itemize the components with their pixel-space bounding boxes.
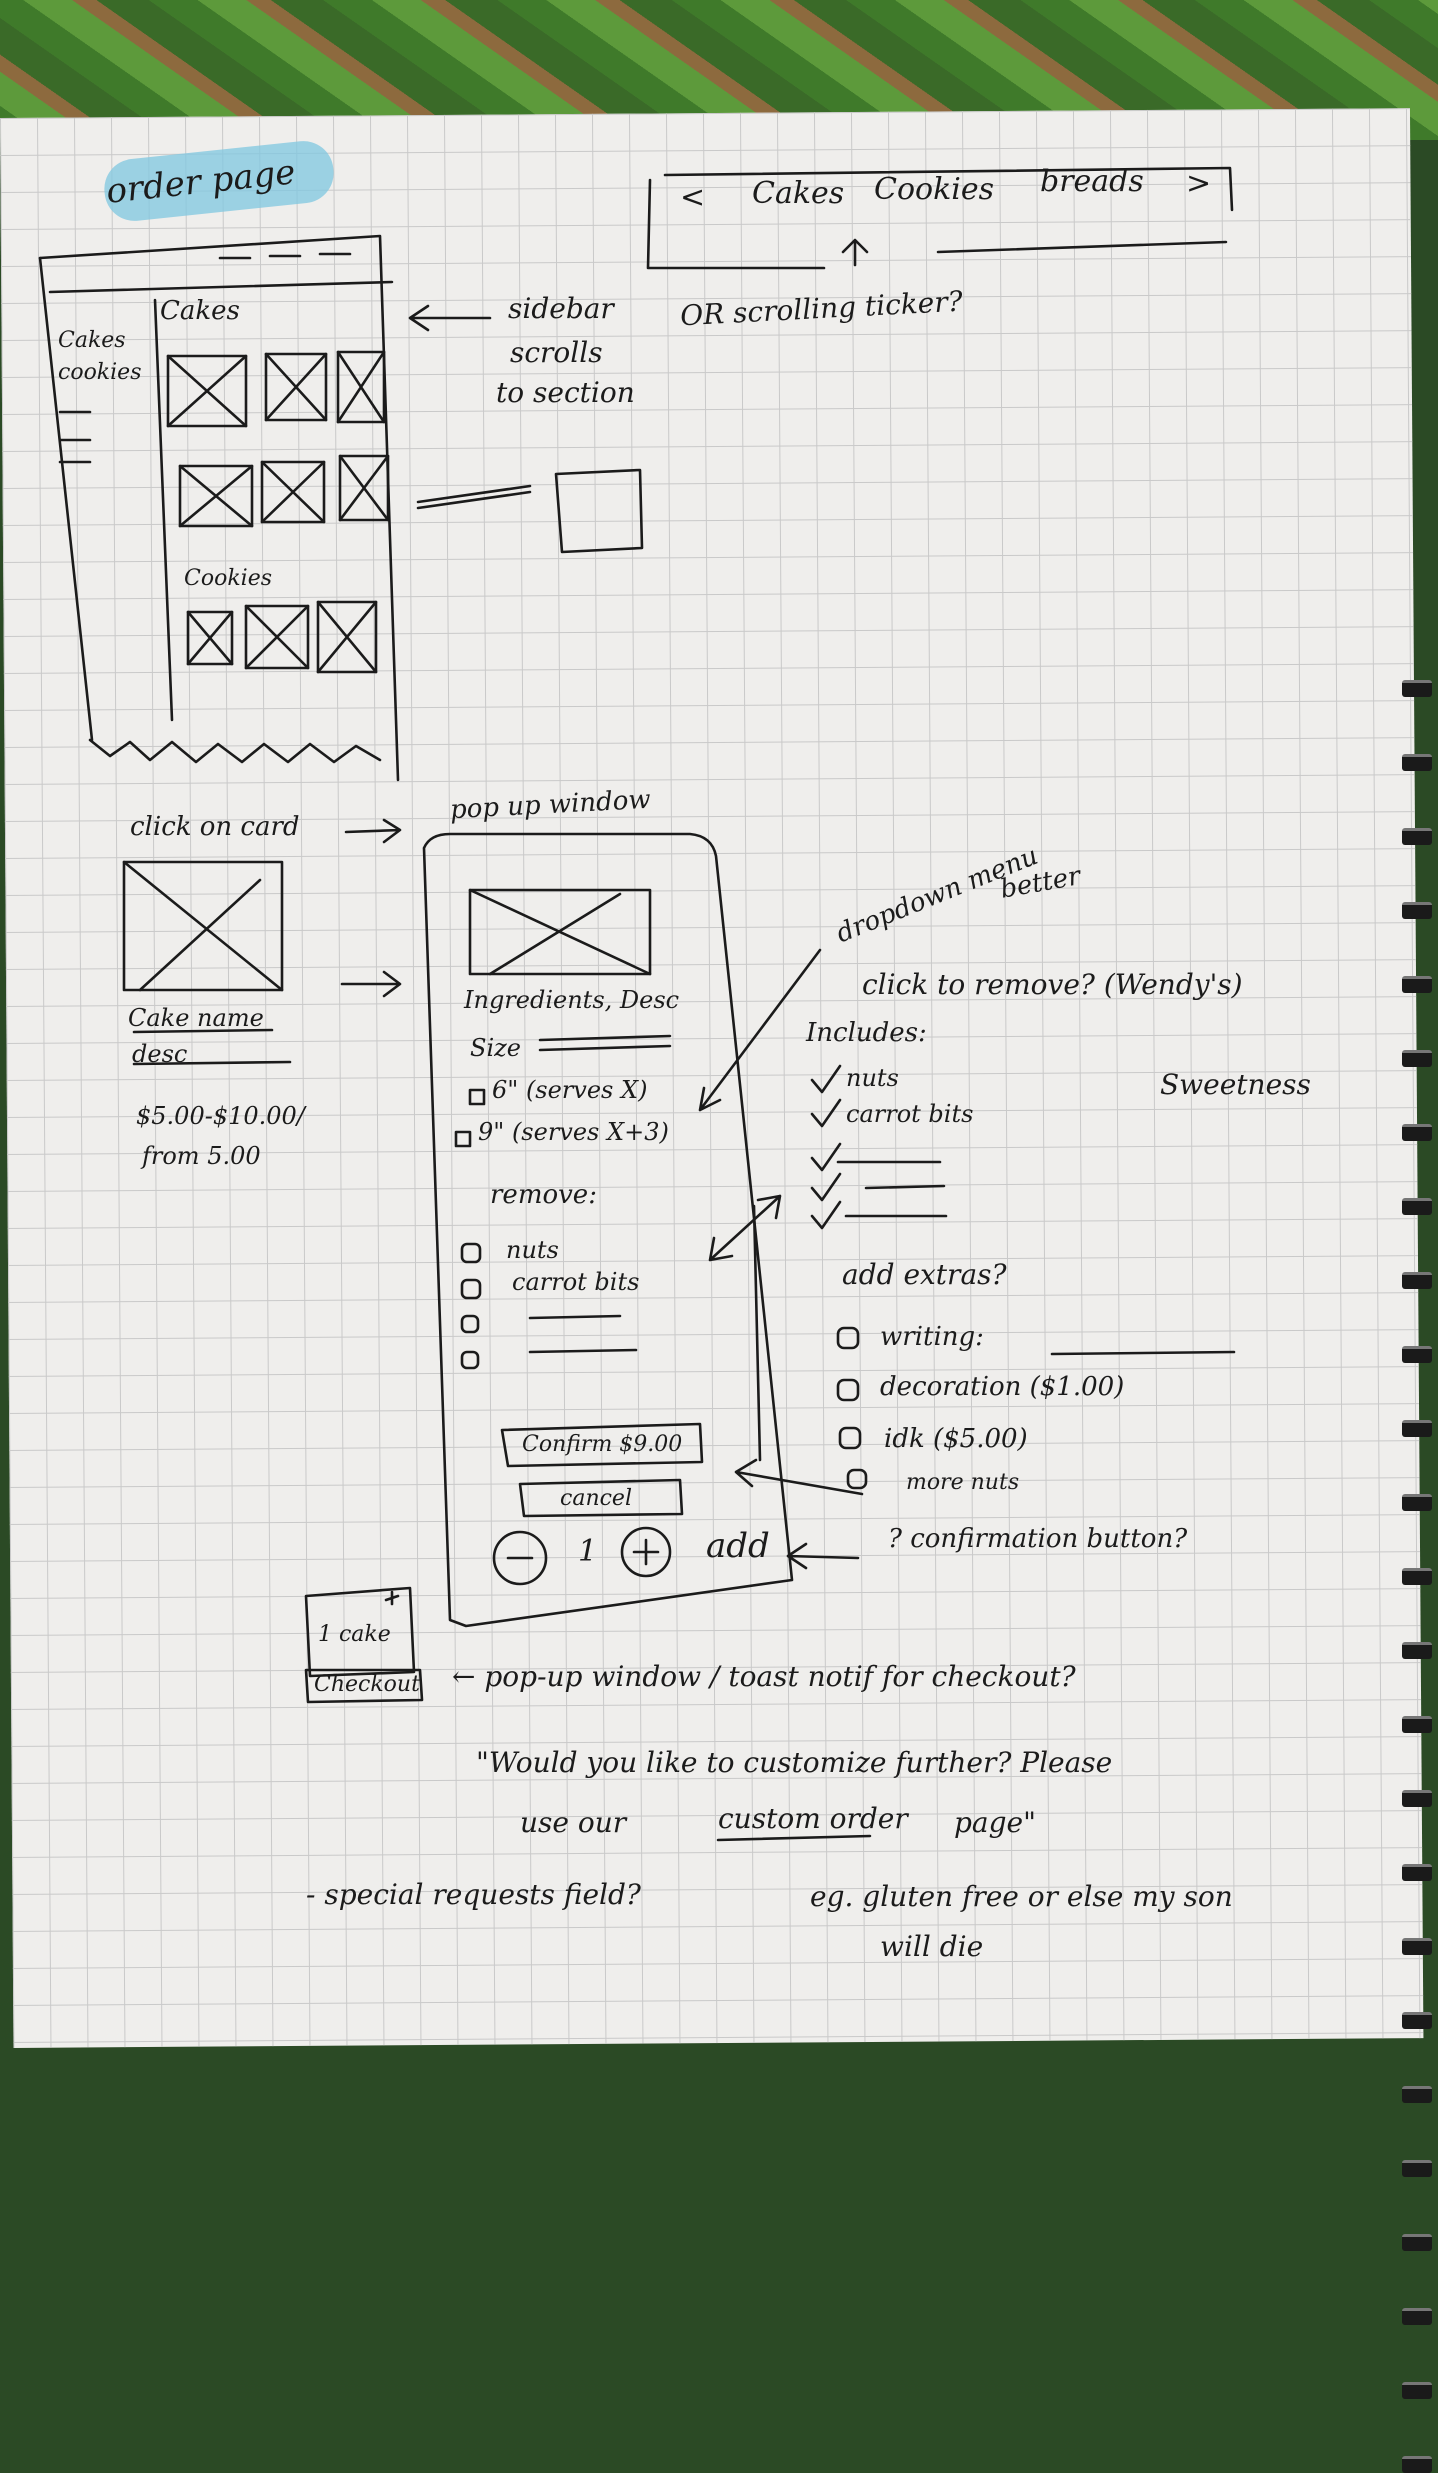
sidebar-note-1: sidebar [508, 292, 614, 325]
sweetness-note: Sweetness [1160, 1068, 1311, 1101]
toast-checkout-button[interactable]: Checkout [314, 1672, 420, 1697]
extra-idk[interactable]: idk ($5.00) [884, 1424, 1028, 1454]
ticker-left-arrow[interactable]: < [680, 180, 705, 215]
popup-cancel-button[interactable]: cancel [560, 1486, 632, 1511]
includes-nuts[interactable]: nuts [846, 1064, 899, 1092]
spiral-ring [1402, 2382, 1432, 2399]
spiral-ring [1402, 2086, 1432, 2103]
example-line-2: will die [880, 1930, 983, 1963]
click-on-card-note: click on card [130, 812, 300, 842]
ticker-item-cakes[interactable]: Cakes [752, 176, 844, 211]
example-line-1: eg. gluten free or else my son [810, 1880, 1233, 1913]
ticker-item-breads[interactable]: breads [1040, 164, 1144, 199]
includes-carrot-bits[interactable]: carrot bits [846, 1100, 973, 1128]
spiral-ring [1402, 2234, 1432, 2251]
ticker-item-cookies[interactable]: Cookies [874, 172, 994, 207]
popup-size-label: Size [470, 1034, 521, 1062]
special-requests-note: - special requests field? [306, 1878, 641, 1911]
popup-ingredients: Ingredients, Desc [464, 986, 679, 1014]
card-price: $5.00-$10.00/ [136, 1102, 305, 1130]
spiral-ring [1402, 2456, 1432, 2473]
popup-plus-button[interactable]: + [622, 1528, 670, 1576]
includes-label: Includes: [806, 1018, 927, 1048]
extra-decoration[interactable]: decoration ($1.00) [880, 1372, 1124, 1402]
quote-line-2-pre: use our [520, 1806, 626, 1839]
wireframe-section-cakes: Cakes [160, 296, 240, 326]
popup-remove-carrot-bits[interactable]: carrot bits [512, 1268, 639, 1296]
confirmation-note: ? confirmation button? [888, 1524, 1187, 1554]
popup-size-6in[interactable]: 6" (serves X) [492, 1076, 647, 1104]
click-to-remove-note: click to remove? (Wendy's) [862, 968, 1243, 1001]
toast-count: 1 cake [318, 1622, 391, 1647]
sidebar-note-3: to section [496, 376, 635, 409]
card-name: Cake name [128, 1004, 264, 1032]
wireframe-sidebar-cookies[interactable]: cookies [58, 360, 142, 385]
popup-remove-nuts[interactable]: nuts [506, 1236, 559, 1264]
ticker-right-arrow[interactable]: > [1186, 166, 1211, 201]
popup-size-9in[interactable]: 9" (serves X+3) [478, 1118, 669, 1146]
wireframe-section-cookies: Cookies [184, 566, 272, 591]
card-desc: desc [132, 1040, 187, 1068]
popup-remove-label: remove: [490, 1180, 597, 1210]
quote-line-2-post: page" [954, 1806, 1036, 1839]
custom-order-link[interactable]: custom order [718, 1802, 908, 1835]
sidebar-note-2: scrolls [510, 336, 603, 369]
popup-confirm-button[interactable]: Confirm $9.00 [522, 1432, 682, 1457]
extras-label: add extras? [842, 1258, 1007, 1291]
quote-line-1: "Would you like to customize further? Pl… [476, 1746, 1112, 1779]
wireframe-sidebar-cakes[interactable]: Cakes [58, 328, 126, 353]
popup-minus-button[interactable]: − [494, 1532, 546, 1584]
popup-quantity: 1 [578, 1534, 597, 1569]
spiral-ring [1402, 2160, 1432, 2177]
card-from-price: from 5.00 [142, 1142, 261, 1170]
extra-more-nuts[interactable]: more nuts [906, 1470, 1019, 1495]
spiral-ring [1402, 2308, 1432, 2325]
extra-writing[interactable]: writing: [880, 1322, 984, 1352]
popup-add-button[interactable]: add [706, 1526, 770, 1566]
toast-note: ← pop-up window / toast notif for checko… [452, 1660, 1076, 1693]
